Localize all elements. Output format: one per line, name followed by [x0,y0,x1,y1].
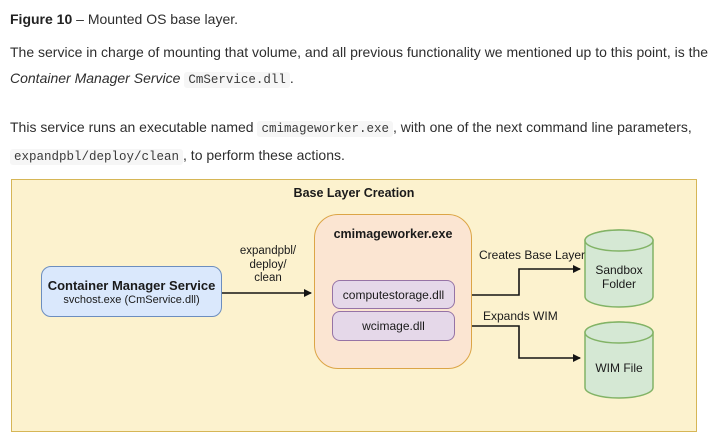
edge-label-creates-base-layer: Creates Base Layer [479,248,586,262]
diagram-title: Base Layer Creation [293,186,415,200]
paragraph-2-lead: This service runs an executable named [10,119,258,135]
figure-caption-text: – Mounted OS base layer. [72,11,239,27]
node-container-manager-service: Container Manager Service svchost.exe (C… [41,266,222,317]
paragraph-1-lead: The service in charge of mounting that v… [10,44,709,60]
paragraph-1: The service in charge of mounting that v… [10,39,722,93]
command-label-line2: deploy/ [249,258,287,271]
wim-label: WIM File [595,361,643,375]
node-sandbox-folder: Sandbox Folder [584,229,654,308]
node-computestorage-dll: computestorage.dll [332,280,455,309]
arrow-creates-base-layer [453,265,581,296]
node-container-manager-subtitle: svchost.exe (CmService.dll) [63,293,200,306]
figure-caption-label: Figure 10 [10,11,73,27]
service-name-italic: Container Manager Service [10,70,181,86]
edge-label-command-parameters: expandpbl/ deploy/ clean [218,245,318,286]
node-cmimageworker: cmimageworker.exe computestorage.dll wci… [314,214,472,369]
node-computestorage-label: computestorage.dll [342,287,445,302]
command-label-line1: expandpbl/ [239,245,297,257]
paragraph-2-mid: , with one of the next command line para… [393,119,692,135]
node-wim-file: WIM File [584,321,654,399]
paragraph-2: This service runs an executable named cm… [10,114,722,170]
inline-code-cmservice: CmService.dll [184,72,290,88]
figure-caption: Figure 10 – Mounted OS base layer. [10,6,722,32]
inline-code-cmimageworker: cmimageworker.exe [257,121,393,137]
node-cmimageworker-title: cmimageworker.exe [333,227,453,241]
node-wcimage-label: wcimage.dll [362,319,425,333]
text-column: Figure 10 – Mounted OS base layer. The s… [10,6,722,170]
cylinder-icon [584,229,654,308]
sandbox-label-line1: Sandbox [595,262,643,277]
diagram-panel: Base Layer Creation Container Manager Se… [11,179,697,432]
command-label-line3: clean [254,272,282,284]
arrow-expands-wim [453,325,581,362]
node-wim-file-label: WIM File [584,339,654,397]
node-sandbox-folder-label: Sandbox Folder [584,247,654,306]
node-container-manager-title: Container Manager Service [47,277,216,293]
inline-code-parameters: expandpbl/deploy/clean [10,149,184,165]
paragraph-2-tail: , to perform these actions. [183,147,345,163]
paragraph-1-tail: . [289,70,294,86]
cylinder-icon [584,321,654,399]
edge-label-expands-wim: Expands WIM [483,309,558,323]
node-wcimage-dll: wcimage.dll [332,311,455,341]
sandbox-label-line2: Folder [601,276,636,291]
